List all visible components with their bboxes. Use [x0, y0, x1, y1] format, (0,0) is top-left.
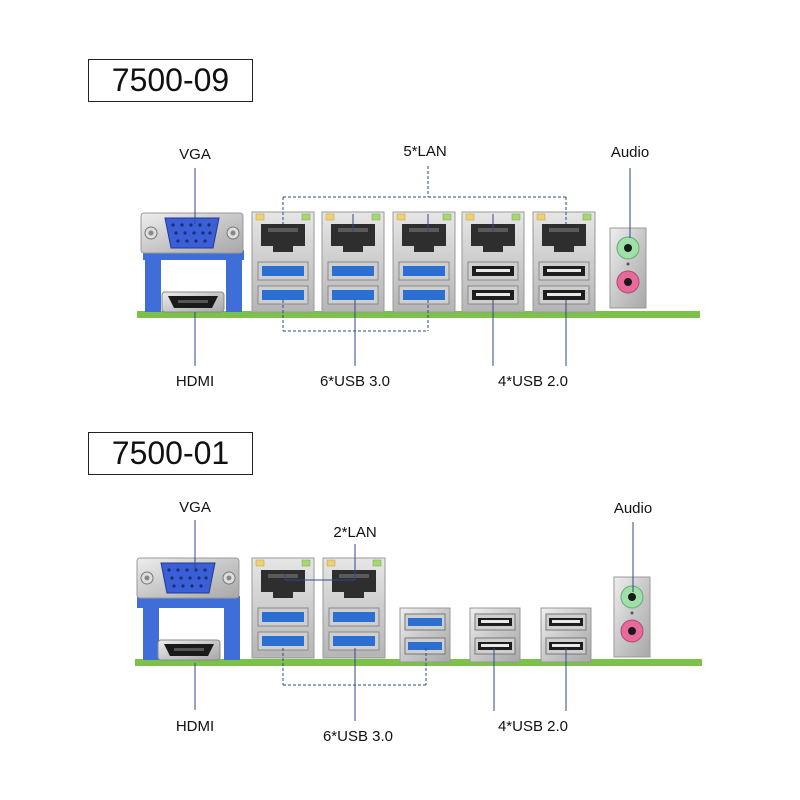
panel2-audio-label: Audio: [613, 500, 653, 517]
panel1-audio-label: Audio: [610, 144, 650, 161]
panel1-hdmi-port: [161, 291, 225, 313]
panel2-hdmi-label: HDMI: [175, 718, 215, 735]
panel1-leader-lines: [194, 166, 631, 366]
panel1-lan-label: 5*LAN: [403, 143, 447, 160]
panel2-usb3-stack: [399, 607, 451, 663]
panel2-board: [135, 557, 702, 666]
panel1-usb3-label: 6*USB 3.0: [319, 373, 391, 390]
panel1-audio-jacks: [609, 227, 647, 309]
panel2-vga-bracket-left: [143, 596, 159, 660]
panel2-lan-usb3-1: [251, 557, 315, 659]
panel2-audio-jacks: [613, 576, 651, 658]
panel2-usb2-label: 4*USB 2.0: [497, 718, 569, 735]
panel2-lan-label: 2*LAN: [333, 524, 377, 541]
panel1-lan-usb3-3: [392, 211, 456, 313]
panel1-pcb-edge: [137, 311, 700, 318]
panel2-hdmi-port: [157, 639, 221, 661]
panel1-vga-bracket-right: [226, 250, 242, 312]
panel2-lan-usb3-2: [322, 557, 386, 659]
panel1-vga-port: [140, 212, 244, 254]
panel2-vga-bracket-right: [224, 596, 240, 660]
panel1-hdmi-label: HDMI: [175, 373, 215, 390]
panel2-vga-label: VGA: [179, 499, 211, 516]
panel1-vga-label: VGA: [179, 146, 211, 163]
panel1-board: [137, 211, 700, 318]
panel2-vga-port: [136, 557, 240, 599]
panel2-usb3-label: 6*USB 3.0: [322, 728, 394, 745]
panel1-lan-usb3-1: [251, 211, 315, 313]
panel2-pcb-edge: [135, 659, 702, 666]
panel1-model-title: 7500-09: [88, 59, 253, 102]
panel2-model-title: 7500-01: [88, 432, 253, 475]
panel1-lan-usb2-2: [532, 211, 596, 313]
panel2-leader-lines: [194, 520, 634, 721]
panel1-vga-bracket-left: [145, 250, 161, 312]
panel2-usb2-stack-1: [469, 607, 521, 663]
panel1-usb2-label: 4*USB 2.0: [497, 373, 569, 390]
